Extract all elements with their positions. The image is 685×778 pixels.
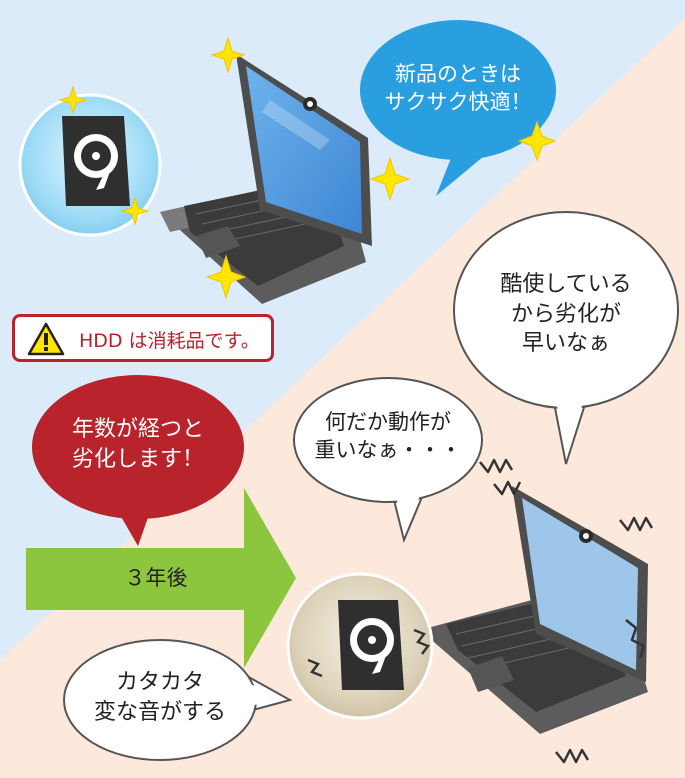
arrow-label: ３年後 xyxy=(124,566,188,590)
bubble-new-text: 新品のときは サクサク快適！ xyxy=(375,60,541,117)
hdd-icon xyxy=(62,116,130,206)
bubble-noise-text: カタカタ 変な音がする xyxy=(72,668,248,727)
sparkles xyxy=(58,36,557,300)
bubble-noise-shape xyxy=(63,639,293,761)
bubble-slow-shape xyxy=(293,377,483,544)
bubble-slow-text: 何だか動作が 重いなぁ・・・ xyxy=(302,408,474,465)
laptop-old xyxy=(420,486,648,734)
hdd-badge-old xyxy=(286,572,434,720)
laptop-new xyxy=(160,54,372,304)
bubble-new-shape xyxy=(360,20,556,196)
hdd-badge-new xyxy=(18,93,162,237)
bubble-noise-line1: カタカタ xyxy=(115,670,204,695)
bubble-slow-line1: 何だか動作が xyxy=(325,410,451,434)
warning-icon xyxy=(27,322,65,356)
bubble-noise-line2: 変な音がする xyxy=(93,699,226,725)
bubble-red-line2: 劣化します！ xyxy=(71,446,204,472)
bubble-degrade-line2: から劣化が xyxy=(510,301,621,327)
bubble-red-line1: 年数が経つと xyxy=(71,417,204,442)
arrow-3-years xyxy=(26,488,296,668)
bubble-red-shape xyxy=(32,375,244,546)
warning-text: HDD は消耗品です。 xyxy=(79,330,260,352)
warning-label: HDD は消耗品です。 xyxy=(12,314,274,362)
bubble-red-text: 年数が経つと 劣化します！ xyxy=(48,415,228,474)
bubble-degrade-line1: 酷使している xyxy=(500,272,632,297)
hdd-icon-broken xyxy=(338,600,404,690)
bubble-slow-line2: 重いなぁ・・・ xyxy=(314,438,462,463)
bubble-degrade-shape xyxy=(453,211,679,465)
bubble-degrade-text: 酷使している から劣化が 早いなぁ xyxy=(480,270,652,359)
bubble-new-line2: サクサク快適！ xyxy=(384,90,532,115)
bubble-degrade-line3: 早いなぁ xyxy=(521,331,610,357)
bubble-new-line1: 新品のときは xyxy=(395,62,521,86)
shake-lines xyxy=(479,458,654,764)
